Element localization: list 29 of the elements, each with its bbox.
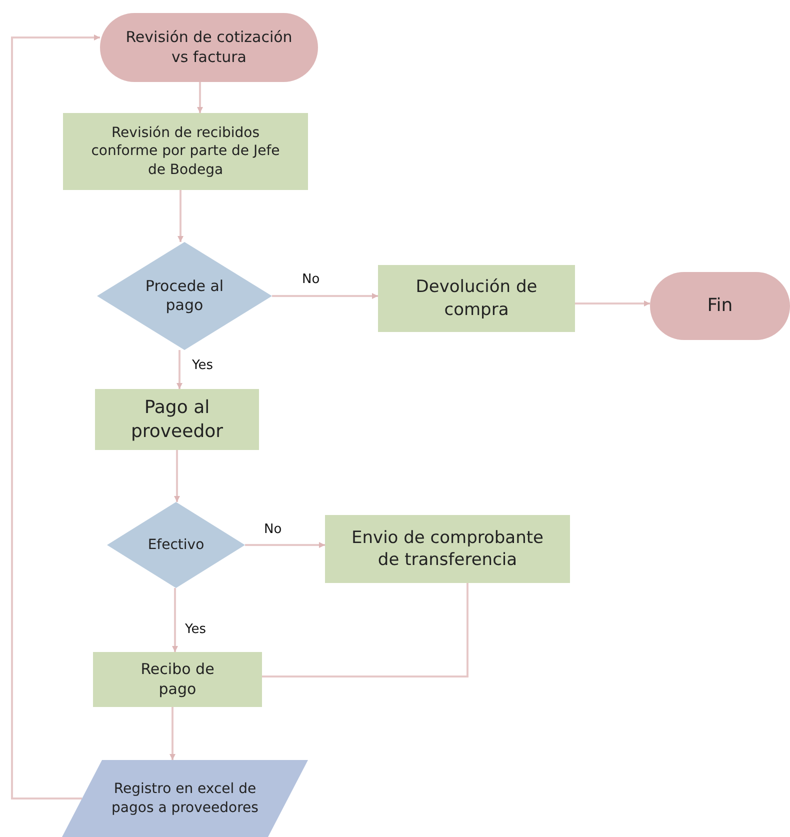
arrow <box>170 707 176 760</box>
node-text: Revisión de recibidos conforme por parte de Jefe de Bodega <box>90 124 281 179</box>
decision-diamond <box>97 242 272 350</box>
node-text: Pago al proveedor <box>130 396 224 443</box>
node-text: Registro en excel de pagos a proveedores <box>110 780 260 817</box>
process-box <box>95 389 259 450</box>
process-box <box>93 652 262 707</box>
arrow <box>176 350 182 389</box>
process-box <box>63 113 308 190</box>
arrow <box>172 588 178 652</box>
node-text: Fin <box>707 294 733 318</box>
node-text: Devolución de compra <box>414 276 538 321</box>
arrow <box>575 300 650 306</box>
arrow <box>178 190 184 242</box>
process-box <box>378 265 575 332</box>
arrow <box>174 450 180 502</box>
arrow <box>197 82 203 113</box>
arrow <box>272 293 378 299</box>
node-text: Revisión de cotización vs factura <box>124 28 294 67</box>
terminal-shape <box>650 272 790 340</box>
node-text: Recibo de pago <box>140 660 216 699</box>
node-text: Envio de comprobante de transferencia <box>350 526 544 572</box>
node-text: Procede al pago <box>144 276 225 316</box>
arrow <box>245 542 325 548</box>
arrow <box>11 34 100 800</box>
node-text: Efectivo <box>148 536 204 554</box>
decision-diamond <box>107 502 245 588</box>
process-box <box>325 515 570 583</box>
data-parallelogram <box>62 760 308 837</box>
